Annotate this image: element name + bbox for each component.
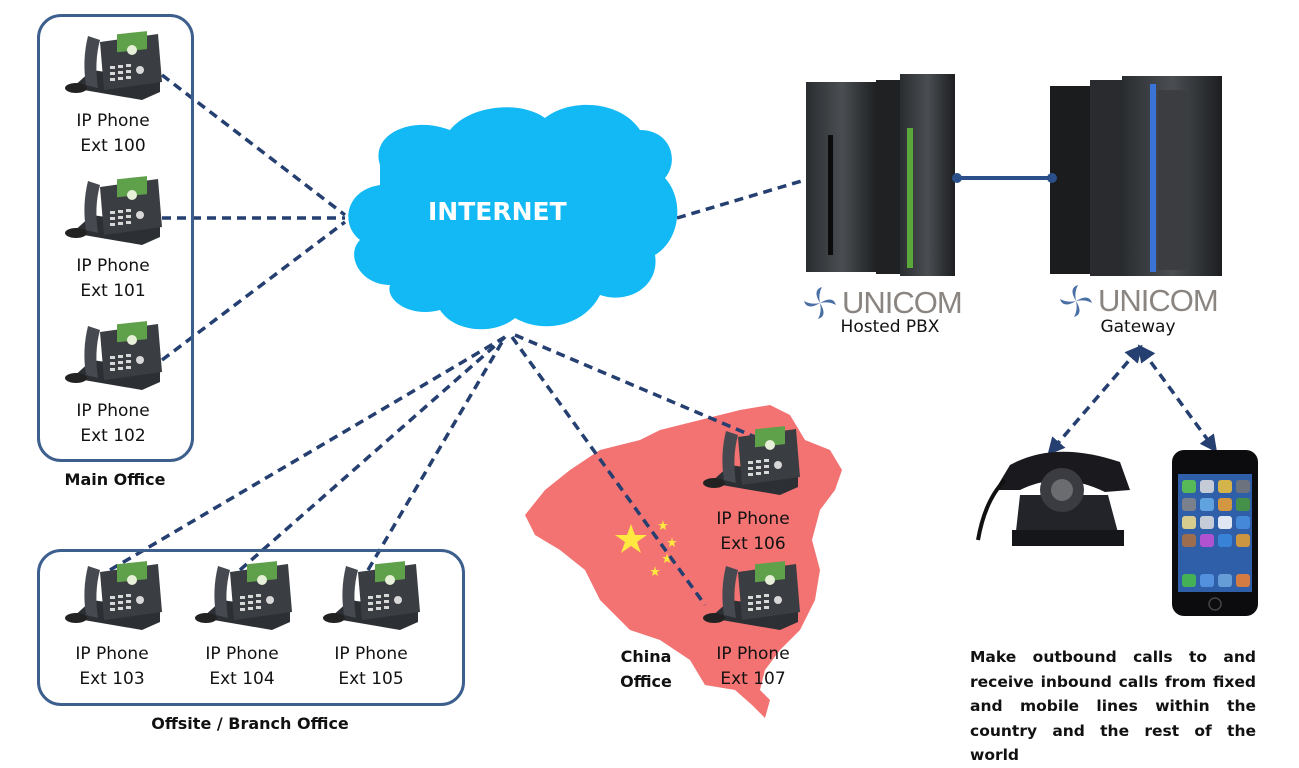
link-ext103 (109, 335, 506, 572)
link-ext104 (238, 335, 507, 572)
pbx-brand-logo: UNICOM (802, 285, 963, 321)
branch-office-caption: Offsite / Branch Office (151, 714, 349, 733)
main-office-caption: Main Office (64, 470, 166, 489)
phone-label-ext103: IP Phone Ext 103 (75, 644, 149, 689)
unicom-swirl-icon (804, 287, 836, 319)
link-landline (1047, 344, 1143, 456)
rotary-telephone-icon (976, 451, 1130, 546)
link-ext106 (514, 333, 756, 439)
phone-label-ext104: IP Phone Ext 104 (205, 644, 279, 689)
china-flag-stars (615, 520, 677, 576)
phone-label-ext107: IP Phone Ext 107 (716, 644, 790, 689)
link-mobile (1137, 344, 1218, 453)
phone-label-ext100: IP Phone Ext 100 (76, 111, 150, 156)
phone-label-ext102: IP Phone Ext 102 (76, 401, 150, 446)
link-ext105 (366, 336, 507, 571)
gateway-brand-logo: UNICOM (1058, 283, 1219, 319)
link-pbx (676, 178, 806, 220)
internet-label: INTERNET (428, 197, 567, 226)
phone-label-ext106: IP Phone Ext 106 (716, 509, 790, 554)
unicom-swirl-icon (1060, 285, 1092, 317)
china-office-caption: China Office (620, 647, 672, 691)
hosted-pbx-server (806, 74, 955, 276)
gateway-server (1050, 76, 1222, 276)
calling-description: Make outbound calls to and receive inbou… (970, 648, 1256, 764)
link-ext107 (510, 335, 707, 607)
gateway-label: Gateway (1100, 317, 1176, 337)
branch-office-group (37, 549, 465, 706)
pbx-label: Hosted PBX (840, 317, 940, 337)
main-office-group (37, 14, 194, 462)
pbx-gateway-connection (952, 173, 1057, 183)
internet-cloud (348, 104, 678, 330)
phone-label-ext101: IP Phone Ext 101 (76, 256, 150, 301)
smartphone-icon (1172, 450, 1258, 616)
phone-label-ext105: IP Phone Ext 105 (334, 644, 408, 689)
